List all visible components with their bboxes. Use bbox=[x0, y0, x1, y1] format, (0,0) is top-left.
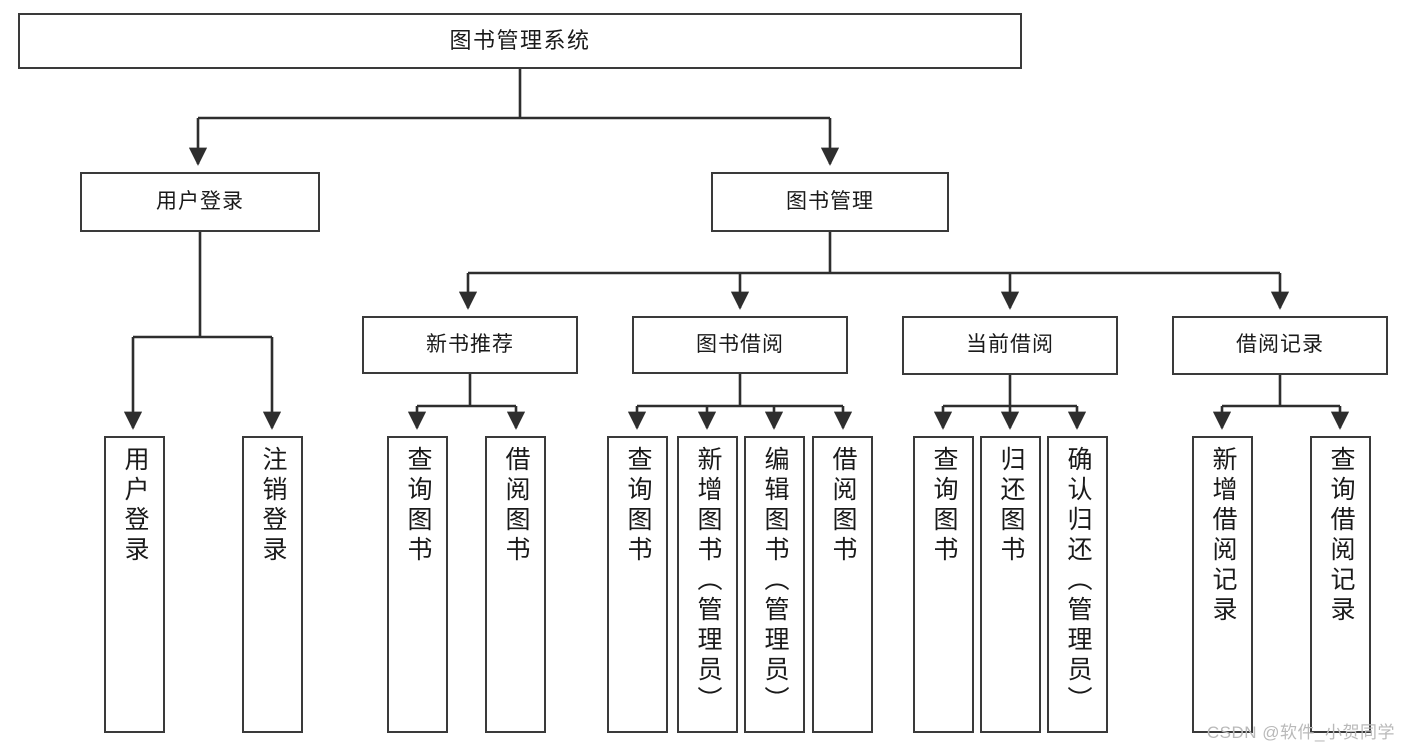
leaf-query-book-current[interactable]: 查询图书 bbox=[913, 436, 974, 733]
node-label: 当前借阅 bbox=[966, 333, 1054, 357]
node-label: 用户登录 bbox=[121, 446, 149, 566]
node-label: 查询借阅记录 bbox=[1327, 446, 1355, 626]
node-label: 借阅图书 bbox=[829, 446, 857, 566]
node-label: 查询图书 bbox=[624, 446, 652, 566]
node-label: 借阅记录 bbox=[1236, 333, 1324, 357]
leaf-borrow-book-recommend[interactable]: 借阅图书 bbox=[485, 436, 546, 733]
leaf-confirm-return-admin[interactable]: 确认归还（管理员） bbox=[1047, 436, 1108, 733]
node-borrow-record[interactable]: 借阅记录 bbox=[1172, 316, 1388, 375]
node-label: 查询图书 bbox=[404, 446, 432, 566]
leaf-user-login[interactable]: 用户登录 bbox=[104, 436, 165, 733]
node-label: 归还图书 bbox=[997, 446, 1025, 566]
node-label: 确认归还（管理员） bbox=[1064, 446, 1092, 716]
node-current-borrow[interactable]: 当前借阅 bbox=[902, 316, 1118, 375]
leaf-logout-login[interactable]: 注销登录 bbox=[242, 436, 303, 733]
leaf-edit-book-admin[interactable]: 编辑图书（管理员） bbox=[744, 436, 805, 733]
node-root-system[interactable]: 图书管理系统 bbox=[18, 13, 1022, 69]
node-label: 借阅图书 bbox=[502, 446, 530, 566]
node-label: 用户登录 bbox=[156, 189, 244, 213]
node-label: 图书管理 bbox=[786, 189, 874, 213]
leaf-return-book[interactable]: 归还图书 bbox=[980, 436, 1041, 733]
leaf-add-book-admin[interactable]: 新增图书（管理员） bbox=[677, 436, 738, 733]
node-new-book-recommend[interactable]: 新书推荐 bbox=[362, 316, 578, 374]
node-book-borrow[interactable]: 图书借阅 bbox=[632, 316, 848, 374]
node-user-login[interactable]: 用户登录 bbox=[80, 172, 320, 232]
node-label: 新书推荐 bbox=[426, 332, 514, 356]
node-label: 注销登录 bbox=[259, 446, 287, 566]
node-label: 编辑图书（管理员） bbox=[761, 446, 789, 716]
node-label: 新增借阅记录 bbox=[1209, 446, 1237, 626]
node-label: 查询图书 bbox=[930, 446, 958, 566]
leaf-query-borrow-record[interactable]: 查询借阅记录 bbox=[1310, 436, 1371, 733]
leaf-borrow-book[interactable]: 借阅图书 bbox=[812, 436, 873, 733]
node-label: 新增图书（管理员） bbox=[694, 446, 722, 716]
node-book-management[interactable]: 图书管理 bbox=[711, 172, 949, 232]
leaf-query-book-recommend[interactable]: 查询图书 bbox=[387, 436, 448, 733]
leaf-query-book-borrow[interactable]: 查询图书 bbox=[607, 436, 668, 733]
node-label: 图书借阅 bbox=[696, 332, 784, 356]
node-label: 图书管理系统 bbox=[449, 28, 591, 54]
leaf-add-borrow-record[interactable]: 新增借阅记录 bbox=[1192, 436, 1253, 733]
